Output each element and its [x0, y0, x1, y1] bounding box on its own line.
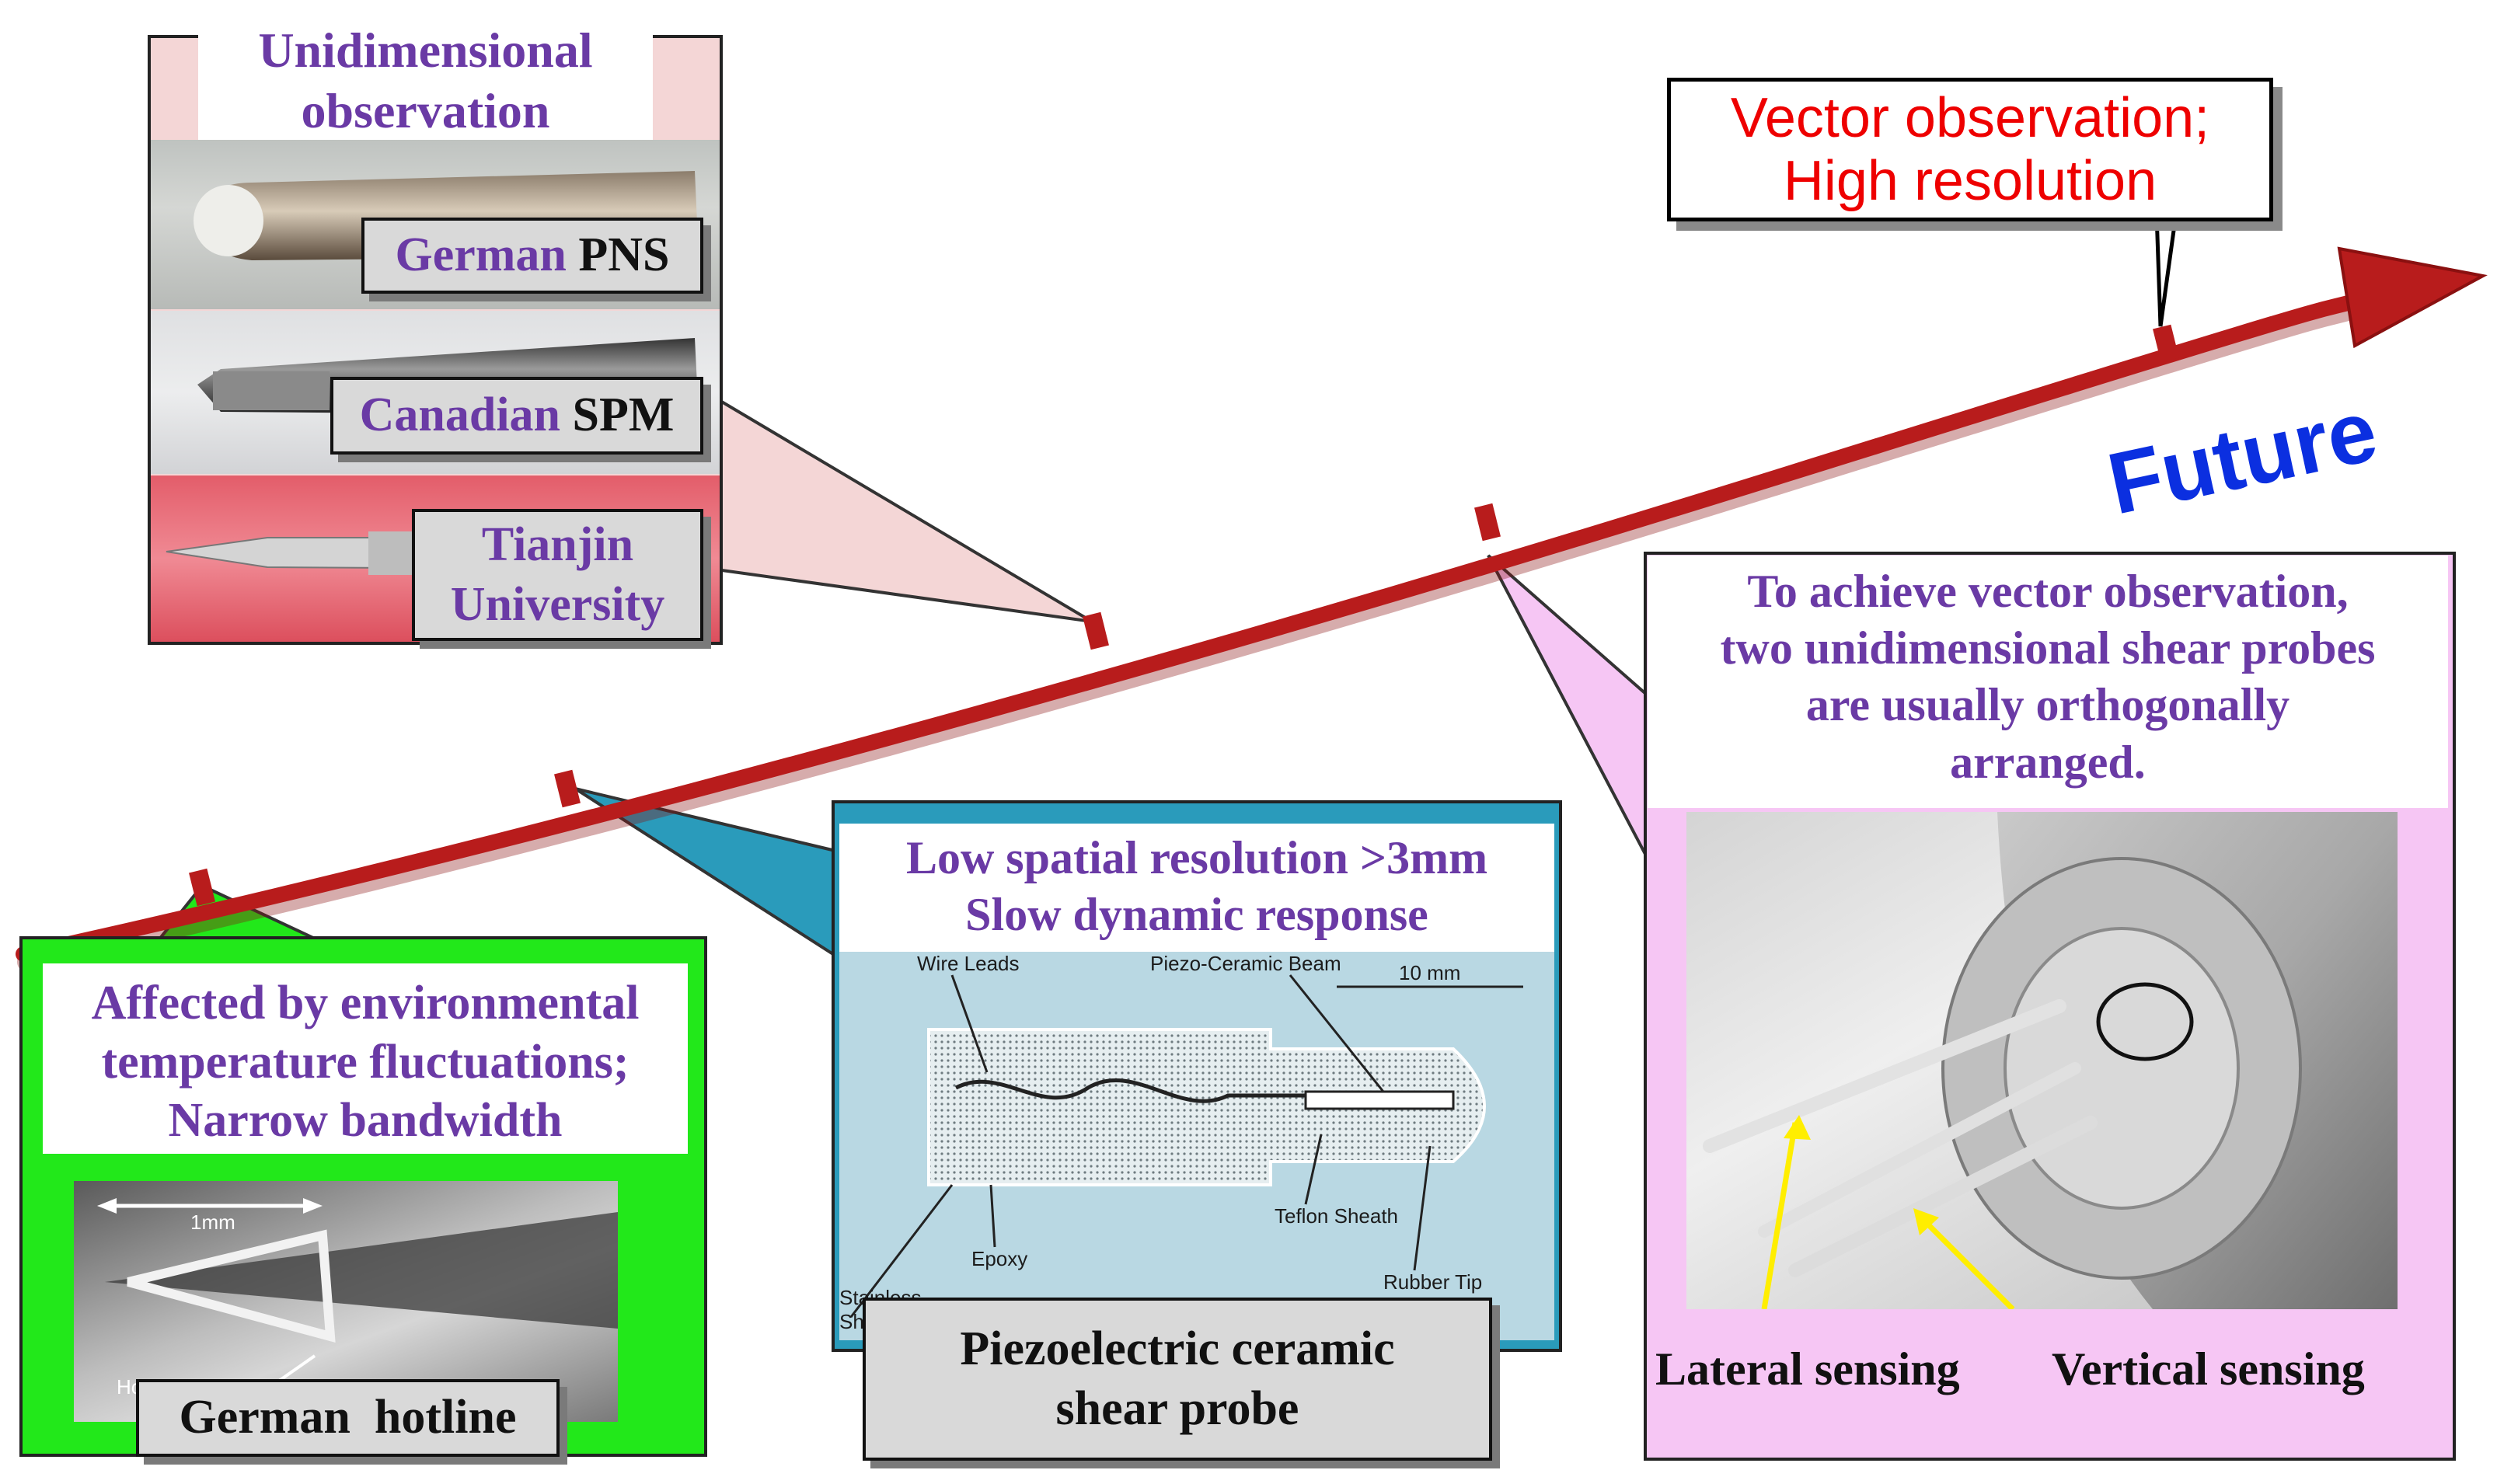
- timeline-tick-vector-probe: [1474, 503, 1501, 542]
- tag-piezo-line2: shear probe: [1055, 1382, 1299, 1435]
- timeline-arrow: [16, 246, 2488, 972]
- timeline-tick-hotline: [189, 868, 215, 907]
- hotline-note-line2: temperature fluctuations;: [101, 1035, 629, 1089]
- piezo-label-wire-leads: Wire Leads: [917, 952, 1020, 975]
- vertical-sensing-label: Vertical sensing: [2052, 1343, 2365, 1395]
- tag-german-pns-name: PNS: [578, 228, 670, 282]
- callout-wedge-vector: [2154, 211, 2178, 327]
- piezo-label-epoxy: Epoxy: [971, 1247, 1028, 1270]
- tag-german-pns-origin: German: [395, 228, 567, 282]
- hotline-illustration: [97, 1198, 618, 1385]
- unidimensional-title-line1: Unidimensional: [258, 23, 593, 78]
- tag-german-hotline: German hotline: [136, 1379, 560, 1457]
- vector-probe-illustration: [1703, 812, 2398, 1309]
- tag-german-pns: German PNS: [361, 218, 703, 294]
- vector-observation-callout: Vector observation; High resolution: [1667, 78, 2273, 221]
- hotline-note-line3: Narrow bandwidth: [168, 1094, 563, 1148]
- vector-probe-photo: [1686, 812, 2398, 1309]
- piezo-note-line1: Low spatial resolution >3mm: [905, 832, 1488, 883]
- piezo-note-line2: Slow dynamic response: [965, 889, 1428, 941]
- tag-piezo-line1: Piezoelectric ceramic: [960, 1322, 1395, 1375]
- piezo-label-scale: 10 mm: [1399, 961, 1461, 984]
- vector-callout-line1: Vector observation;: [1730, 86, 2210, 149]
- hotline-size-label: 1mm: [190, 1211, 235, 1234]
- piezo-note: Low spatial resolution >3mm Slow dynamic…: [839, 824, 1554, 952]
- tag-canadian-spm: Canadian SPM: [330, 377, 703, 455]
- piezo-label-sheath: Teflon Sheath: [1275, 1204, 1399, 1228]
- timeline-tick-future: [2153, 324, 2179, 363]
- tag-canadian-spm-origin: Canadian: [359, 388, 561, 442]
- vector-probe-note-line4: arranged.: [1950, 736, 2146, 788]
- vector-probe-note-line2: two unidimensional shear probes: [1720, 622, 2376, 674]
- callout-wedge-unidimensional: [698, 385, 1093, 623]
- piezo-diagram-illustration: [849, 974, 1523, 1318]
- piezo-label-beam: Piezo-Ceramic Beam: [1150, 952, 1341, 975]
- timeline-tick-piezo: [554, 769, 581, 808]
- vector-probe-note: To achieve vector observation, two unidi…: [1648, 556, 2448, 808]
- vector-probe-note-line3: are usually orthogonally: [1805, 679, 2290, 731]
- tag-canadian-spm-name: SPM: [572, 388, 675, 442]
- unidimensional-title-line2: observation: [301, 83, 550, 139]
- tag-piezo-probe: Piezoelectric ceramic shear probe: [863, 1298, 1492, 1461]
- hotline-note: Affected by environmental temperature fl…: [43, 963, 688, 1154]
- vector-callout-line2: High resolution: [1783, 149, 2157, 212]
- tag-tianjin-university: Tianjin University: [412, 509, 703, 641]
- piezo-diagram: Wire Leads Piezo-Ceramic Beam 10 mm Epox…: [839, 952, 1554, 1340]
- unidimensional-title: Unidimensional observation: [198, 17, 653, 141]
- lateral-sensing-label: Lateral sensing: [1655, 1343, 1960, 1395]
- vector-probe-note-line1: To achieve vector observation,: [1747, 566, 2349, 617]
- hotline-note-line1: Affected by environmental: [91, 977, 640, 1029]
- timeline-tick-unidimensional: [1083, 611, 1109, 650]
- piezo-label-rubber-tip: Rubber Tip: [1383, 1270, 1483, 1294]
- tag-tianjin-line1: Tianjin: [481, 517, 634, 571]
- tag-tianjin-line2: University: [450, 578, 665, 631]
